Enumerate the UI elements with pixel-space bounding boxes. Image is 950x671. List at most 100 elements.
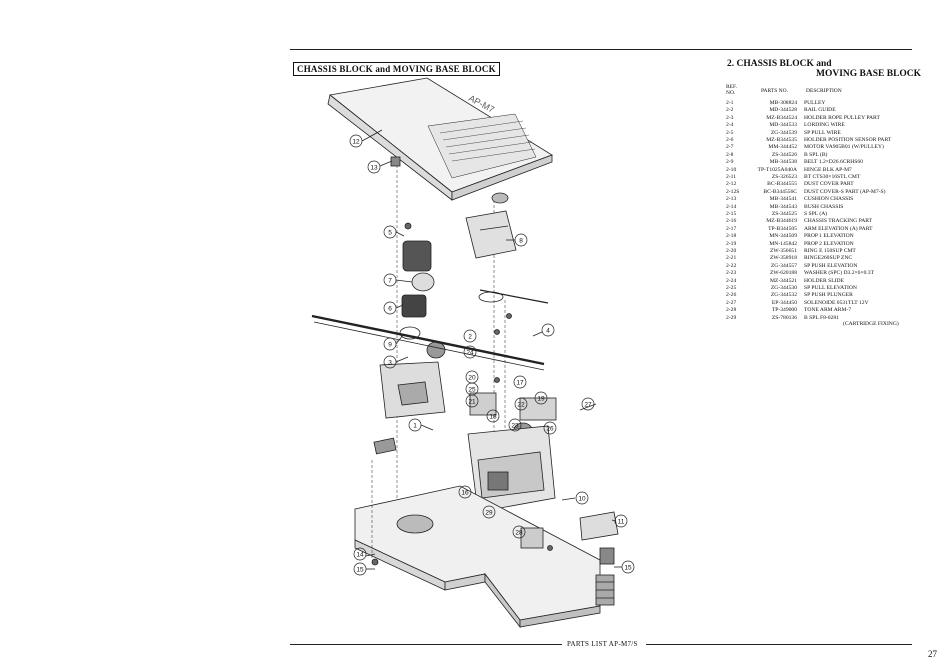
description: BUSH CHASSIS bbox=[804, 203, 844, 210]
description: SP PUSH ELEVATION bbox=[804, 262, 858, 269]
svg-text:21: 21 bbox=[468, 399, 476, 406]
callout-28: 28 bbox=[512, 525, 526, 539]
callout-21: 21 bbox=[465, 394, 479, 408]
description: SP PUSH PLUNGER bbox=[804, 292, 853, 299]
parts-no: BC-B344555 bbox=[767, 181, 797, 188]
description: B SPL (B) bbox=[804, 151, 828, 158]
callout-2: 2 bbox=[463, 329, 477, 343]
ref-no: 2-29 bbox=[726, 314, 737, 321]
col-header-ref-line1: REF. bbox=[726, 84, 738, 90]
svg-text:20: 20 bbox=[468, 375, 476, 382]
description: RINGE260SUP ZNC bbox=[804, 255, 853, 262]
ref-no: 2-1 bbox=[726, 100, 734, 106]
description: WASHER (SPC) D3.2×6×0.3T bbox=[804, 270, 875, 277]
svg-text:3: 3 bbox=[388, 360, 392, 367]
description: RAIL GUIDE bbox=[804, 107, 836, 114]
ref-no: 2-13 bbox=[726, 196, 737, 203]
trailing-note-text: (CARTRIDGE FIXING) bbox=[843, 321, 899, 327]
parts-no: TP-B344505 bbox=[768, 225, 797, 232]
callout-group: 12 13 5 7 6 9 3 1 14 15 2 24 20 25 17 21… bbox=[349, 134, 635, 576]
ref-no: 2-28 bbox=[726, 307, 737, 314]
ref-no: 2-27 bbox=[726, 299, 737, 306]
ref-no: 2-16 bbox=[726, 218, 737, 225]
ref-no: 2-12S bbox=[726, 188, 740, 195]
ref-no: 2-10 bbox=[726, 166, 737, 173]
ref-no: 2-14 bbox=[726, 203, 737, 210]
svg-text:1: 1 bbox=[413, 423, 417, 430]
ref-no: 2-5 bbox=[726, 129, 734, 136]
callout-5: 5 bbox=[383, 225, 397, 239]
ref-no: 2-17 bbox=[726, 225, 737, 232]
header-rule bbox=[290, 49, 912, 50]
description: B SPL F8-0281 bbox=[804, 314, 839, 321]
svg-text:12: 12 bbox=[352, 139, 360, 146]
ref-no: 2-20 bbox=[726, 248, 737, 254]
ref-no: 2-4 bbox=[726, 122, 734, 129]
svg-text:8: 8 bbox=[519, 238, 523, 245]
ref-no: 2-9 bbox=[726, 159, 734, 166]
callout-6: 6 bbox=[383, 301, 397, 315]
parts-no: EP-344450 bbox=[771, 299, 797, 306]
parts-no: MZ-B344535 bbox=[766, 137, 797, 143]
description: SP PULL WIRE bbox=[804, 129, 841, 136]
svg-text:17: 17 bbox=[516, 380, 524, 387]
callout-25: 25 bbox=[465, 382, 479, 396]
parts-no: TP-T1025A040A bbox=[757, 166, 797, 173]
svg-text:7: 7 bbox=[388, 278, 392, 285]
description: CHASSIS TRACKING PART bbox=[804, 218, 873, 225]
svg-text:22: 22 bbox=[517, 402, 525, 409]
ref-no: 2-11 bbox=[726, 174, 737, 180]
callout-13: 13 bbox=[367, 160, 381, 174]
svg-text:6: 6 bbox=[388, 306, 392, 313]
col-header-description: DESCRIPTION bbox=[806, 88, 842, 94]
description: TONE ARM ARM-7 bbox=[804, 307, 852, 314]
ref-no: 2-19 bbox=[726, 240, 737, 247]
col-header-ref: REF. NO. bbox=[726, 84, 737, 96]
ref-no: 2-24 bbox=[726, 277, 737, 284]
parts-no: TP-349000 bbox=[771, 307, 797, 314]
page-number: 27 bbox=[928, 649, 937, 659]
description: S SPL (A) bbox=[804, 211, 828, 217]
svg-text:2: 2 bbox=[468, 334, 472, 341]
parts-no: MD-344528 bbox=[769, 107, 797, 114]
svg-text:19: 19 bbox=[537, 396, 545, 403]
svg-text:9: 9 bbox=[388, 342, 392, 349]
parts-no: ZS-344526 bbox=[771, 151, 797, 158]
callout-12: 12 bbox=[349, 134, 363, 148]
callout-20: 20 bbox=[465, 370, 479, 384]
description: HOLDER ROPE PULLEY PART bbox=[804, 114, 880, 121]
callout-8: 8 bbox=[514, 233, 528, 247]
parts-no: ZS-326523 bbox=[771, 174, 797, 180]
parts-no: ZW-356651 bbox=[769, 248, 797, 254]
callout-29: 29 bbox=[482, 505, 496, 519]
parts-no: ZG-344557 bbox=[770, 262, 797, 269]
description: DUST COVER-S PART (AP-M7-S) bbox=[804, 188, 886, 195]
svg-text:13: 13 bbox=[370, 165, 378, 172]
callout-15b: 15 bbox=[621, 560, 635, 574]
parts-no: MM-344452 bbox=[768, 144, 797, 151]
description: HINGE BLK AP-M7 bbox=[804, 166, 852, 173]
parts-no: MZ-B344619 bbox=[766, 218, 797, 225]
svg-text:5: 5 bbox=[388, 230, 392, 237]
description: SP PULL ELEVATION bbox=[804, 285, 857, 291]
callout-27: 27 bbox=[581, 397, 595, 411]
parts-no: MN-145842 bbox=[769, 240, 797, 247]
callout-17: 17 bbox=[513, 375, 527, 389]
svg-text:15: 15 bbox=[356, 567, 364, 574]
callout-18: 18 bbox=[486, 409, 500, 423]
parts-no: MB-344538 bbox=[769, 159, 797, 166]
footer-label: PARTS LIST AP-M7/S bbox=[567, 640, 638, 648]
description: PROP 1 ELEVATION bbox=[804, 233, 854, 240]
description: BELT 1.2×D26.6CRHS60 bbox=[804, 159, 863, 166]
parts-no: ZW-358918 bbox=[769, 255, 797, 262]
svg-text:26: 26 bbox=[546, 426, 554, 433]
callout-7: 7 bbox=[383, 273, 397, 287]
parts-no: BC-B344556C bbox=[763, 188, 797, 195]
description: DUST COVER PART bbox=[804, 181, 854, 188]
parts-no: ZG-344539 bbox=[770, 129, 797, 136]
parts-no: MB-308824 bbox=[769, 100, 797, 106]
ref-no: 2-18 bbox=[726, 233, 737, 240]
parts-no: ZG-344530 bbox=[770, 285, 797, 291]
svg-text:23: 23 bbox=[511, 423, 519, 430]
